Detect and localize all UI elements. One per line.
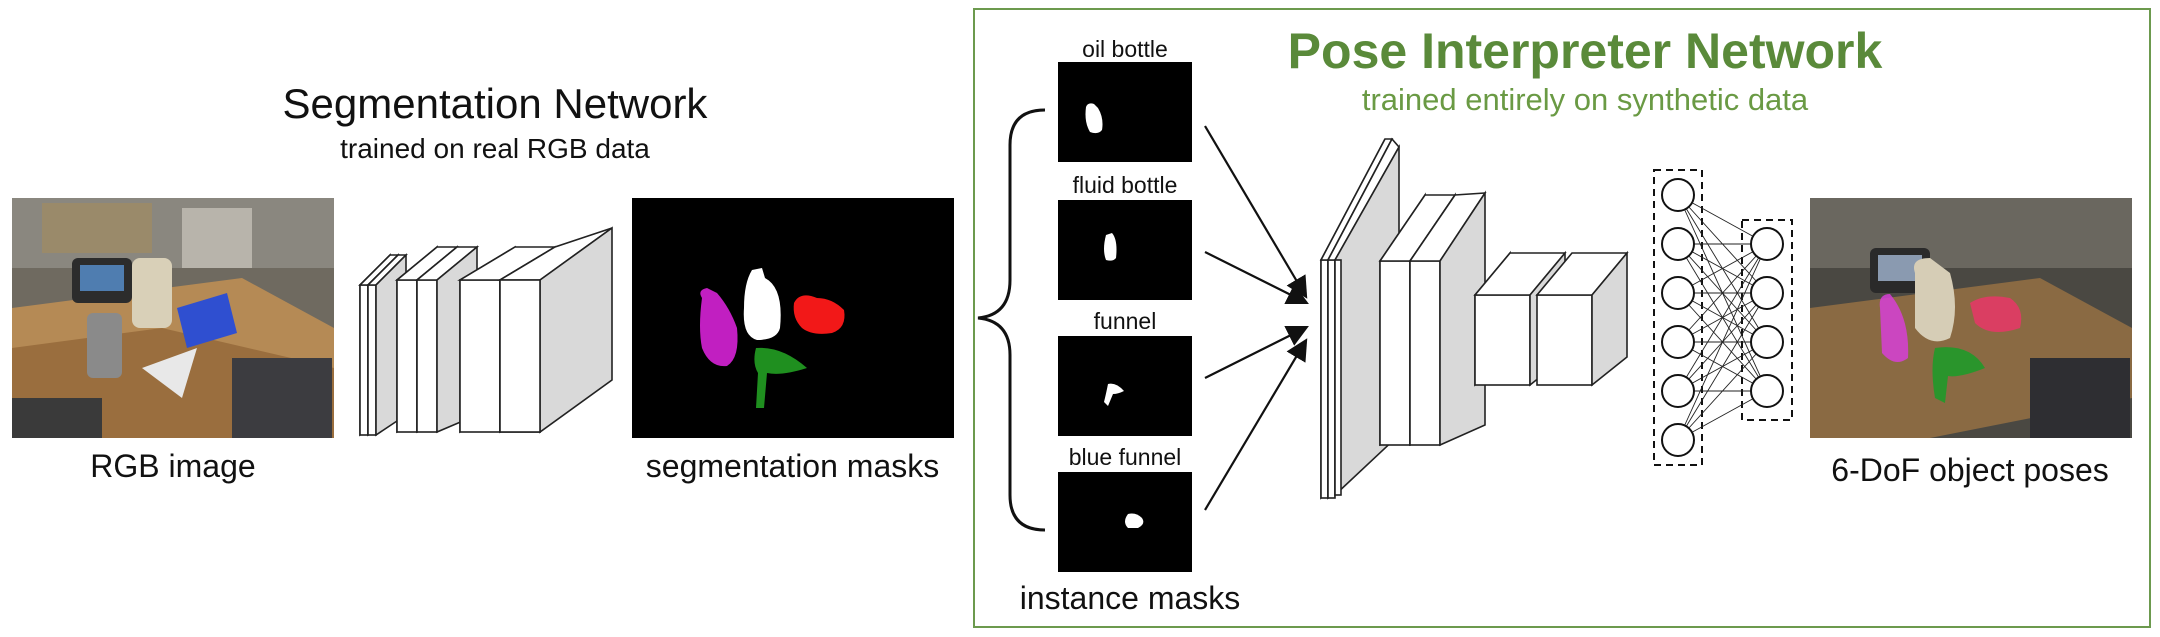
fc-input-node [1661, 178, 1695, 212]
fc-connection [1677, 243, 1768, 441]
fc-input-node [1661, 227, 1695, 261]
mask-label-funnel: funnel [1093, 308, 1157, 334]
fc-output-node [1750, 227, 1784, 261]
mask-label-oil-bottle: oil bottle [1082, 36, 1168, 62]
fc-connection [1677, 341, 1768, 441]
instance-mask-oil-bottle [1058, 62, 1192, 162]
pose-network-icon [1319, 137, 1629, 500]
segmentation-masks-label: segmentation masks [645, 448, 940, 484]
fc-connection [1677, 292, 1768, 441]
mask-label-fluid-bottle: fluid bottle [1072, 172, 1178, 198]
fc-input-node [1661, 325, 1695, 359]
pose-title: Pose Interpreter Network [1287, 23, 1883, 79]
instance-mask-funnel [1058, 336, 1192, 436]
instance-masks-label: instance masks [1019, 580, 1241, 616]
rgb-image [12, 198, 334, 438]
segmentation-subtitle: trained on real RGB data [340, 133, 650, 164]
pose-network-frame [973, 8, 2151, 628]
fc-output-node [1750, 374, 1784, 408]
mask-arrows [1204, 125, 1309, 511]
fully-connected-icon [1653, 169, 1793, 466]
instance-mask-fluid-bottle [1058, 200, 1192, 300]
segmentation-title: Segmentation Network [282, 80, 708, 127]
object-poses-label: 6-DoF object poses [1831, 452, 2109, 488]
fc-input-node [1661, 423, 1695, 457]
fc-input-node [1661, 374, 1695, 408]
rgb-photo-icon [12, 198, 334, 438]
rgb-image-label: RGB image [90, 448, 256, 484]
fc-output-node [1750, 276, 1784, 310]
fc-connection [1677, 243, 1768, 343]
segmentation-mask-image [632, 198, 954, 438]
pose-output-image [1810, 198, 2132, 438]
fc-connection [1677, 243, 1768, 392]
pose-subtitle: trained entirely on synthetic data [1361, 82, 1809, 117]
brace-icon [977, 108, 1046, 532]
fc-output-node [1750, 325, 1784, 359]
segmentation-network-icon [358, 226, 613, 437]
fc-input-node [1661, 276, 1695, 310]
instance-mask-blue-funnel [1058, 472, 1192, 572]
pose-photo-icon [1810, 198, 2132, 438]
mask-label-blue-funnel: blue funnel [1068, 444, 1182, 470]
